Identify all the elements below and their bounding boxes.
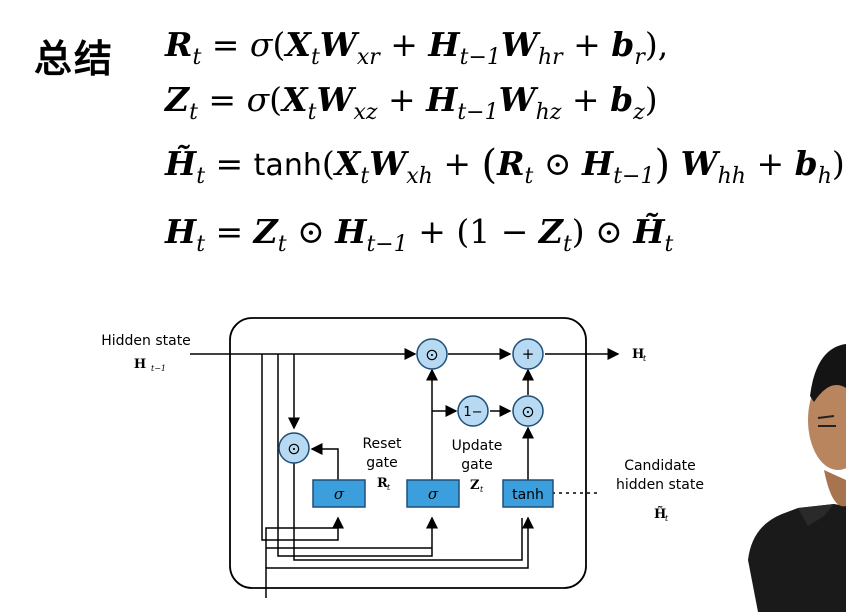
svg-text:t−1: t−1 — [151, 364, 166, 373]
reset-symbol: R — [377, 476, 388, 491]
top-hadamard-node: ⊙ — [416, 338, 448, 370]
reset-gate-box: σ — [312, 479, 366, 508]
update-symbol: Z — [470, 478, 480, 493]
reset-hadamard-node: ⊙ — [278, 432, 310, 464]
h-output-symbol: H — [632, 347, 644, 362]
svg-text:1−: 1− — [463, 405, 482, 420]
reset-gate-label: Reset — [362, 436, 402, 452]
svg-text:σ: σ — [334, 485, 345, 503]
svg-text:⊙: ⊙ — [521, 402, 534, 421]
update-hadamard-node: ⊙ — [512, 395, 544, 427]
one-minus-node: 1− — [457, 395, 489, 427]
update-gate-box: σ — [406, 479, 460, 508]
gru-cell-border — [229, 317, 587, 589]
gru-diagram: ⊙ + 1− ⊙ ⊙ σ σ tanh Hidden state H t−1 H… — [101, 317, 704, 598]
tanh-box: tanh — [502, 479, 554, 508]
svg-text:tanh: tanh — [512, 487, 544, 503]
hidden-state-label: Hidden state — [101, 333, 191, 349]
equation-candidate-state: H̃t = tanh(XtWxh + (Rt ⊙ Ht−1) Whh + bh) — [165, 142, 845, 189]
svg-text:t: t — [665, 514, 669, 523]
svg-text:⊙: ⊙ — [287, 439, 300, 458]
presenter-video — [748, 344, 846, 612]
svg-text:gate: gate — [366, 455, 398, 471]
update-gate-label: Update — [452, 438, 503, 454]
slide-title: 总结 — [34, 37, 115, 81]
equation-reset-gate: Rt = σ(XtWxr + Ht−1Whr + br), — [165, 25, 669, 70]
candidate-label: Candidate — [624, 458, 696, 474]
svg-text:t: t — [643, 354, 647, 363]
hadamard-symbol: ⊙ — [425, 345, 438, 364]
svg-text:gate: gate — [461, 457, 493, 473]
h-prev-symbol: H — [134, 357, 146, 372]
candidate-symbol: H̃ — [654, 506, 666, 522]
equation-hidden-state: Ht = Zt ⊙ Ht−1 + (1 − Zt) ⊙ H̃t — [165, 212, 674, 257]
equation-update-gate: Zt = σ(XtWxz + Ht−1Whz + bz) — [165, 80, 658, 125]
svg-text:t: t — [387, 483, 391, 492]
svg-text:hidden state: hidden state — [616, 477, 704, 493]
plus-node: + — [512, 338, 544, 370]
svg-text:t: t — [480, 485, 484, 494]
svg-text:+: + — [522, 345, 535, 363]
svg-text:σ: σ — [428, 485, 439, 503]
